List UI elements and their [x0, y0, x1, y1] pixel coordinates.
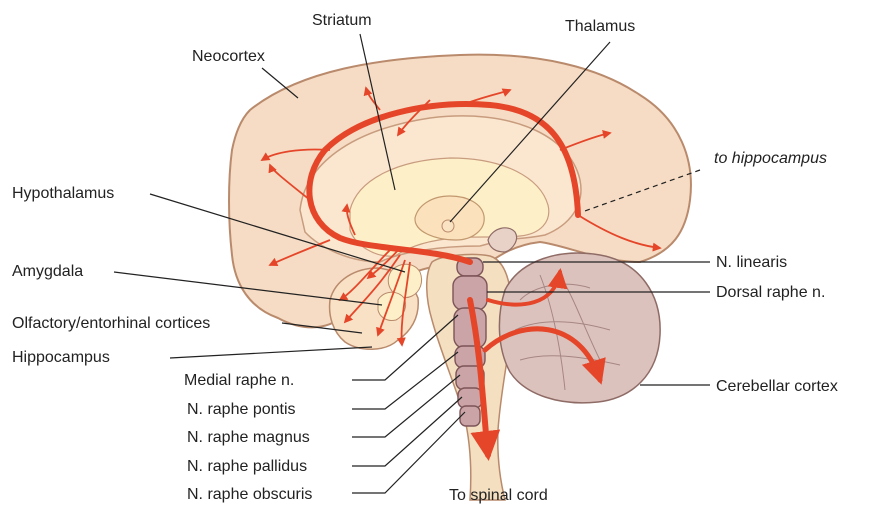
label-spinal-cord: To spinal cord [449, 487, 548, 504]
label-n-linearis: N. linearis [716, 254, 787, 271]
label-to-hippocampus: to hippocampus [714, 150, 827, 167]
label-thalamus: Thalamus [565, 18, 635, 35]
label-olfactory: Olfactory/entorhinal cortices [12, 315, 210, 332]
label-hypothalamus: Hypothalamus [12, 185, 114, 202]
thalamus-region [415, 196, 484, 240]
label-neocortex: Neocortex [192, 48, 265, 65]
label-striatum: Striatum [312, 12, 372, 29]
label-dorsal-raphe: Dorsal raphe n. [716, 284, 825, 301]
thalamus-nucleus [442, 220, 454, 232]
label-raphe-pallidus: N. raphe pallidus [187, 458, 307, 475]
label-raphe-magnus: N. raphe magnus [187, 429, 310, 446]
label-raphe-obscuris: N. raphe obscuris [187, 486, 312, 503]
label-cerebellar-cortex: Cerebellar cortex [716, 378, 838, 395]
label-hippocampus: Hippocampus [12, 349, 110, 366]
label-amygdala: Amygdala [12, 263, 83, 280]
label-raphe-pontis: N. raphe pontis [187, 401, 296, 418]
raphe-obscuris-nucleus [460, 406, 480, 426]
label-medial-raphe: Medial raphe n. [184, 372, 294, 389]
